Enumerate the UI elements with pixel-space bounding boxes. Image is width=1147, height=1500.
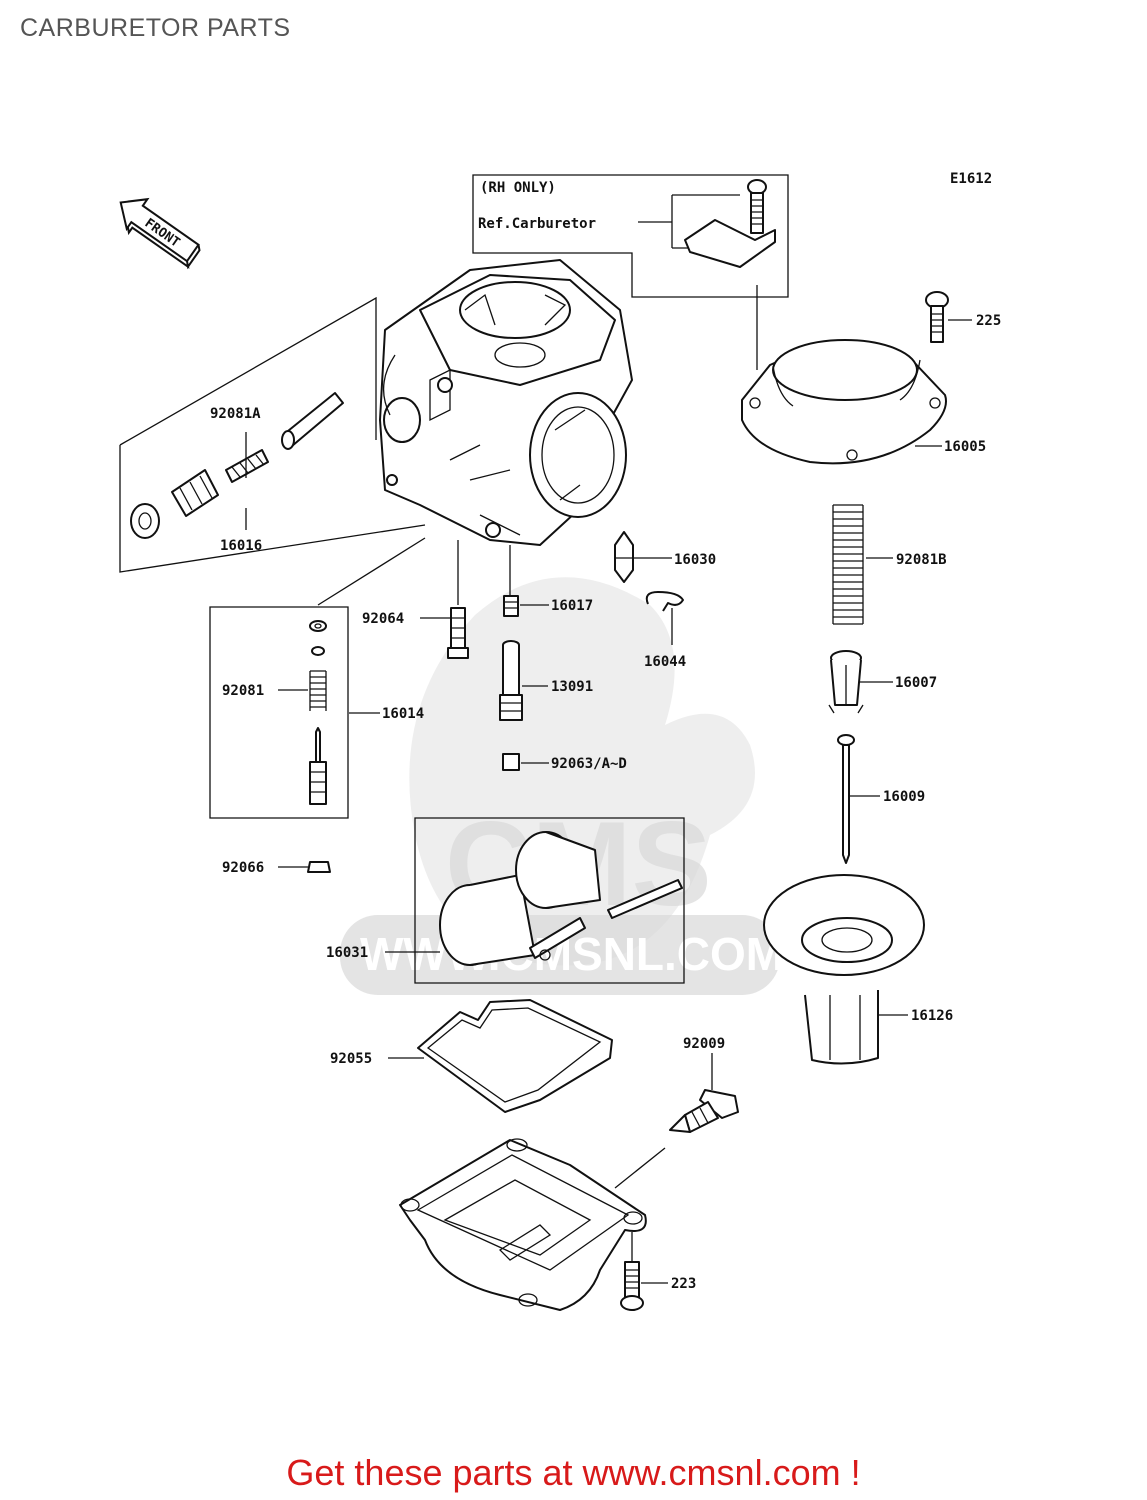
- callout-13091: 13091: [551, 679, 593, 695]
- part-16007-holder: [828, 650, 864, 714]
- callout-92009: 92009: [683, 1036, 725, 1052]
- part-92009-screw: [669, 1089, 739, 1133]
- bracket-16031: [414, 817, 685, 984]
- part-92063-jet: [502, 753, 520, 771]
- part-13091-jet: [499, 640, 523, 721]
- carburetor-parts-diagram: CMS WWW.CMSNL.COM E1612 FRONT (RH ONLY) …: [119, 171, 1001, 1311]
- page-title: CARBURETOR PARTS: [20, 14, 291, 42]
- part-92081b-spring: [832, 504, 864, 625]
- note-rh-only: (RH ONLY): [480, 180, 556, 196]
- part-92055-gasket: [417, 999, 613, 1113]
- bracket-16014: [209, 606, 349, 819]
- front-arrow-icon: FRONT: [119, 197, 201, 270]
- callout-16017: 16017: [551, 598, 593, 614]
- carburetor-body: [379, 259, 633, 546]
- rh-only-bracket: (RH ONLY) Ref.Carburetor: [472, 174, 789, 370]
- callout-16030: 16030: [674, 552, 716, 568]
- bracket-screw: [747, 179, 767, 234]
- callout-16014: 16014: [382, 706, 424, 722]
- diagram-code: E1612: [950, 171, 992, 187]
- callout-225: 225: [976, 313, 1001, 329]
- part-16017-jet: [503, 595, 519, 617]
- callout-16009: 16009: [883, 789, 925, 805]
- callout-223: 223: [671, 1276, 696, 1292]
- callout-92064: 92064: [362, 611, 404, 627]
- part-16126-piston: [763, 874, 925, 1065]
- part-16016-screw: [130, 392, 344, 539]
- bracket-16016: [119, 296, 426, 573]
- part-16030-valve: [614, 531, 634, 583]
- part-16009-needle: [837, 734, 855, 864]
- part-16031-float: [439, 831, 683, 966]
- callout-92081: 92081: [222, 683, 264, 699]
- leader-92009-axis: [614, 1147, 666, 1189]
- part-223-screw: [620, 1261, 644, 1311]
- callout-16016: 16016: [220, 538, 262, 554]
- callout-92081b: 92081B: [896, 552, 947, 568]
- callout-92055: 92055: [330, 1051, 372, 1067]
- callout-16031: 16031: [326, 945, 368, 961]
- note-ref-carburetor: Ref.Carburetor: [478, 216, 596, 232]
- part-float-bowl: [399, 1138, 647, 1311]
- part-92064-jet: [447, 607, 469, 659]
- callout-92066: 92066: [222, 860, 264, 876]
- bracket-plate: [684, 219, 776, 268]
- part-16044-clip: [645, 591, 684, 612]
- leader-16014-axis: [317, 537, 426, 606]
- part-16005-cover: [741, 339, 947, 465]
- callout-16044: 16044: [644, 654, 686, 670]
- callout-16005: 16005: [944, 439, 986, 455]
- buy-parts-link[interactable]: Get these parts at www.cmsnl.com !: [286, 1452, 861, 1493]
- part-225-screw: [925, 291, 949, 343]
- callout-92081a: 92081A: [210, 406, 261, 422]
- callout-16007: 16007: [895, 675, 937, 691]
- part-92066-plug: [307, 861, 331, 873]
- callout-16126: 16126: [911, 1008, 953, 1024]
- part-16014-screw-set: [309, 620, 327, 805]
- callout-92063: 92063/A~D: [551, 756, 627, 772]
